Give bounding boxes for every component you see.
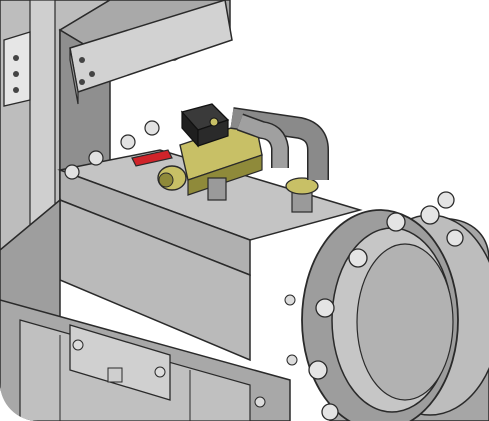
housing-bolts [64, 120, 160, 180]
bypass-pipe [230, 107, 329, 180]
flange-icon [301, 209, 459, 421]
solenoid-valve-icon [180, 103, 230, 148]
junction-box [3, 31, 31, 107]
lower-bolts [254, 294, 298, 408]
ball-valve-handle-icon [131, 149, 173, 167]
valve-manifold [157, 119, 319, 213]
cable-channel [69, 0, 233, 105]
bolt-icon [308, 191, 464, 421]
mounting-bracket [69, 324, 171, 401]
